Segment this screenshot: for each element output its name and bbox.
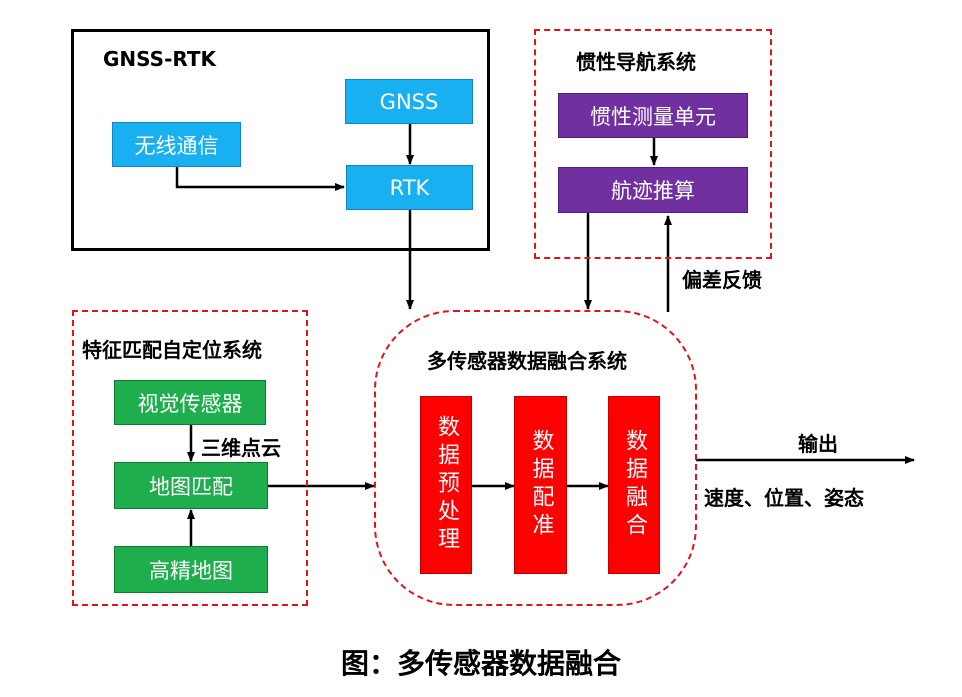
ins-frame — [534, 29, 772, 259]
fusion-title: 多传感器数据融合系统 — [427, 349, 627, 373]
arrow-wireless-to-rtk — [175, 167, 345, 191]
preprocess-label: 数据预处理 — [434, 415, 459, 555]
point-cloud-label: 三维点云 — [201, 436, 281, 460]
gnss-box: GNSS — [345, 79, 473, 124]
imu-box: 惯性测量单元 — [558, 93, 748, 138]
gnss-rtk-frame — [71, 29, 490, 251]
fusion-step-label: 数据融合 — [622, 429, 647, 541]
feature-matching-title: 特征匹配自定位系统 — [82, 338, 262, 362]
preprocess-box: 数据预处理 — [420, 396, 472, 574]
registration-label: 数据配准 — [528, 429, 554, 541]
figure-caption: 图：多传感器数据融合 — [340, 647, 621, 680]
map-matching-box: 地图匹配 — [114, 462, 268, 509]
wireless-comm-box: 无线通信 — [112, 122, 241, 167]
gnss-rtk-title: GNSS-RTK — [103, 47, 217, 71]
rtk-box: RTK — [346, 165, 473, 210]
output-label: 输出 — [798, 432, 838, 456]
bias-feedback-label: 偏差反馈 — [682, 268, 762, 292]
output-items-label: 速度、位置、姿态 — [704, 486, 864, 510]
fusion-frame — [374, 310, 697, 606]
registration-box: 数据配准 — [514, 396, 567, 574]
visual-sensor-box: 视觉传感器 — [114, 380, 266, 425]
dead-reckoning-box: 航迹推算 — [558, 167, 748, 213]
ins-title: 惯性导航系统 — [576, 50, 696, 74]
feature-matching-frame — [72, 310, 308, 606]
fusion-step-box: 数据融合 — [608, 396, 660, 574]
hd-map-box: 高精地图 — [114, 546, 268, 593]
